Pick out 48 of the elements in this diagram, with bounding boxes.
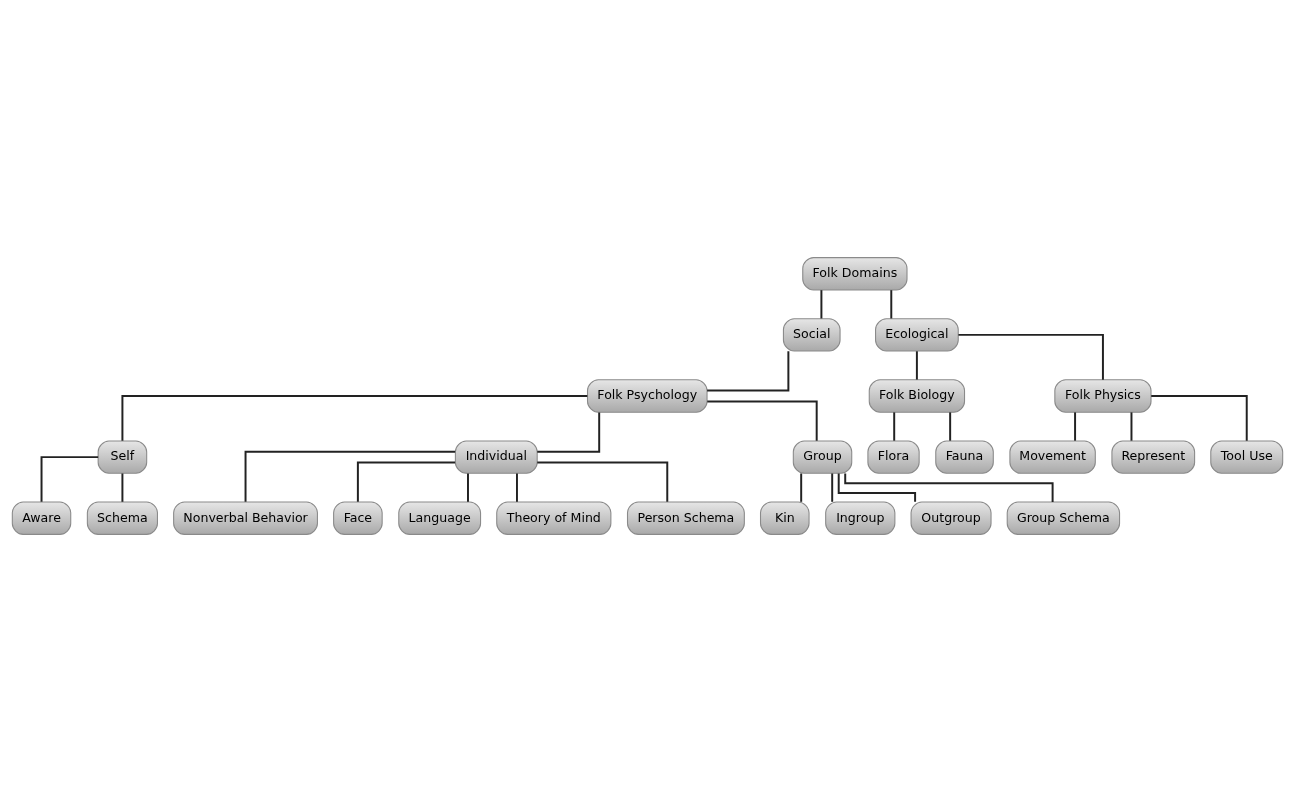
connector bbox=[1130, 411, 1133, 442]
node-box: Folk Biology bbox=[868, 379, 966, 413]
connector bbox=[1150, 395, 1248, 442]
connector bbox=[467, 472, 469, 503]
connector bbox=[244, 450, 457, 503]
node-box: Language bbox=[398, 501, 482, 535]
connector bbox=[915, 350, 918, 381]
node-box: Social bbox=[782, 318, 841, 352]
connector bbox=[121, 472, 124, 503]
connector bbox=[536, 461, 669, 503]
connector bbox=[890, 289, 893, 320]
connector bbox=[837, 472, 917, 503]
node-box: Nonverbal Behavior bbox=[173, 501, 318, 535]
connector bbox=[706, 400, 818, 442]
connector bbox=[706, 350, 790, 392]
node-box: Group Schema bbox=[1006, 501, 1121, 535]
node-box: Group bbox=[792, 440, 853, 474]
connector bbox=[1074, 411, 1077, 442]
node-box: Kin bbox=[760, 501, 810, 535]
node-box: Folk Physics bbox=[1054, 379, 1152, 413]
connector bbox=[515, 472, 518, 503]
node-box: Outgroup bbox=[910, 501, 992, 535]
connector bbox=[121, 395, 589, 442]
connector bbox=[356, 461, 457, 503]
connector bbox=[893, 411, 896, 442]
connector bbox=[820, 289, 823, 320]
connector bbox=[957, 333, 1104, 381]
connector bbox=[40, 456, 100, 503]
node-box: Folk Psychology bbox=[586, 379, 708, 413]
node-box: Person Schema bbox=[626, 501, 745, 535]
connector bbox=[949, 411, 952, 442]
node-box: Self bbox=[97, 440, 148, 474]
node-box: Ecological bbox=[875, 318, 959, 352]
node-box: Face bbox=[333, 501, 383, 535]
node-box: Represent bbox=[1111, 440, 1196, 474]
node-box: Aware bbox=[11, 501, 72, 535]
node-box: Tool Use bbox=[1210, 440, 1284, 474]
connector bbox=[800, 472, 803, 503]
node-box: Folk Domains bbox=[802, 257, 908, 291]
node-box: Ingroup bbox=[825, 501, 896, 535]
connector bbox=[831, 472, 834, 503]
node-box: Movement bbox=[1009, 440, 1096, 474]
node-box: Schema bbox=[86, 501, 158, 535]
node-box: Flora bbox=[867, 440, 920, 474]
node-box: Theory of Mind bbox=[496, 501, 612, 535]
connector bbox=[536, 411, 601, 453]
node-box: Individual bbox=[454, 440, 538, 474]
node-box: Fauna bbox=[935, 440, 994, 474]
